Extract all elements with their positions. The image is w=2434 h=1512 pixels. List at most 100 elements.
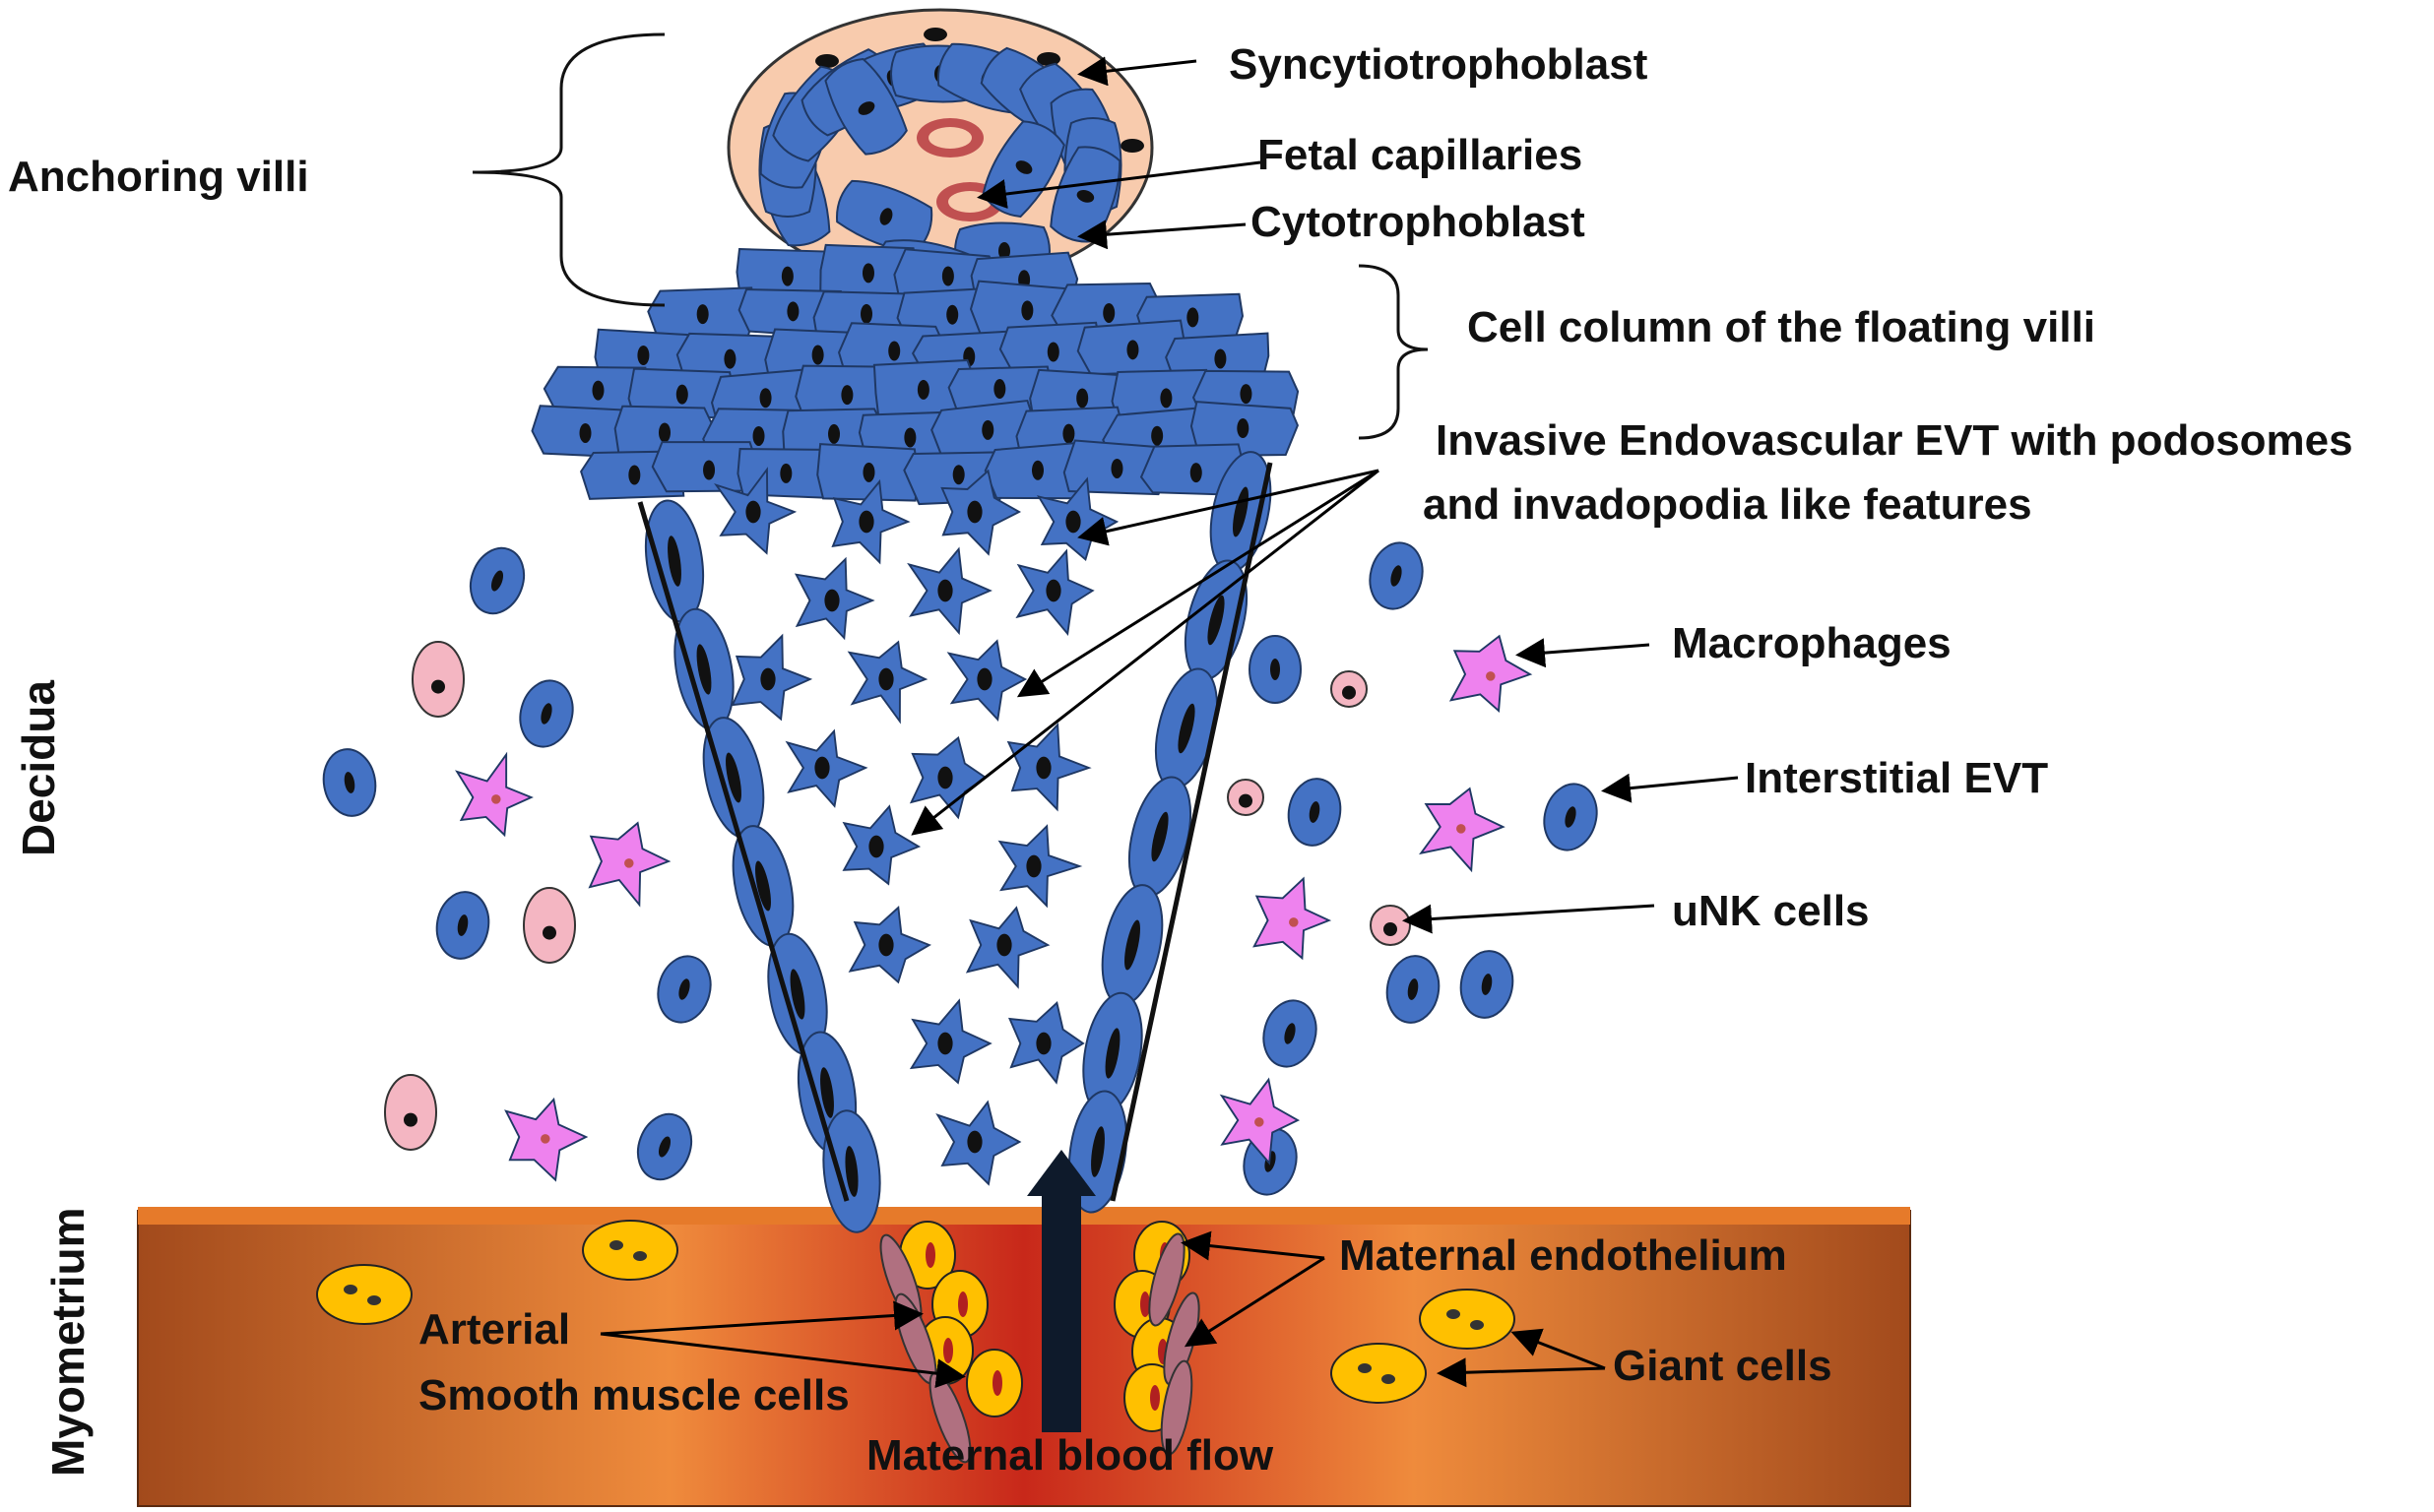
cytotrophoblast-arrow bbox=[1077, 220, 1247, 250]
giant-cells-arrow bbox=[1437, 1357, 1606, 1388]
endovascular-evt-cell bbox=[822, 1109, 881, 1233]
syncytium-nucleus bbox=[924, 28, 947, 41]
cytotrophoblast-label: Cytotrophoblast bbox=[1250, 198, 1585, 246]
macrophages-arrow bbox=[1515, 638, 1650, 668]
syncytium-nucleus bbox=[1037, 52, 1060, 66]
cell-column-cell bbox=[1189, 401, 1299, 458]
interstitial-evt-cell bbox=[1249, 635, 1302, 704]
artery-wall-right bbox=[1110, 462, 1273, 1202]
vessel-giant-cell bbox=[966, 1349, 1023, 1418]
syncytiotrophoblast-arrow bbox=[1077, 56, 1197, 87]
interstitial-evt-cell bbox=[435, 891, 490, 960]
maternal-endothelium-label: Maternal endothelium bbox=[1339, 1231, 1787, 1280]
smooth-muscle-cells-label: Smooth muscle cells bbox=[418, 1371, 850, 1419]
invasive-evt-cell bbox=[831, 478, 911, 565]
invasive-evt-cell bbox=[940, 469, 1022, 556]
arterial-label: Arterial bbox=[418, 1305, 570, 1354]
artery-wall-left bbox=[637, 501, 850, 1202]
macrophages-label: Macrophages bbox=[1672, 619, 1952, 667]
vessel-giant-cell bbox=[899, 1221, 956, 1290]
cell-column-cell bbox=[627, 367, 737, 419]
macrophage-cell bbox=[455, 751, 534, 838]
giant-cell bbox=[1330, 1343, 1427, 1404]
macrophage-cell bbox=[1448, 634, 1533, 714]
giant-cell bbox=[316, 1264, 413, 1325]
invasive-evt-arrow bbox=[1016, 469, 1379, 698]
giant-cells-label: Giant cells bbox=[1613, 1342, 1832, 1390]
fetal-capillaries-label: Fetal capillaries bbox=[1257, 131, 1582, 179]
invasive-evt-cell bbox=[935, 1100, 1022, 1186]
endovascular-evt-cell bbox=[702, 717, 765, 839]
interstitial-evt-cell bbox=[469, 546, 526, 615]
giant-cell bbox=[1419, 1289, 1515, 1350]
invasive-evt-label-line1: Invasive Endovascular EVT with podosomes bbox=[1436, 416, 2353, 465]
interstitial-evt-cell bbox=[1369, 541, 1424, 610]
interstitial-evt-label: Interstitial EVT bbox=[1745, 754, 2048, 802]
invasive-evt-arrow bbox=[1077, 469, 1379, 546]
endovascular-evt-cell bbox=[767, 932, 828, 1056]
endovascular-evt-cell bbox=[673, 607, 735, 731]
macrophage-cell bbox=[1219, 1077, 1301, 1166]
invasive-evt-cell bbox=[714, 467, 798, 555]
macrophage-cell bbox=[1419, 787, 1505, 873]
interstitial-evt-arrow bbox=[1601, 773, 1739, 803]
unk-cells-arrow bbox=[1402, 904, 1655, 934]
maternal-blood-flow-label: Maternal blood flow bbox=[866, 1431, 1274, 1480]
invasive-evt-cell bbox=[731, 633, 813, 722]
unk-cell bbox=[1227, 779, 1264, 816]
unk-cell bbox=[1370, 905, 1411, 946]
invasive-evt-cell bbox=[907, 546, 993, 636]
invasive-evt-cell bbox=[965, 906, 1051, 989]
invasive-evt-cell bbox=[848, 906, 931, 984]
interstitial-evt-cell bbox=[519, 679, 574, 748]
cell-column-cell bbox=[930, 399, 1039, 456]
interstitial-evt-cell bbox=[1287, 778, 1342, 847]
fetal-capillary bbox=[917, 118, 984, 158]
invasive-evt-cell bbox=[785, 728, 868, 808]
anchoring-villi-label: Anchoring villi bbox=[8, 153, 309, 201]
invasive-evt-arrow bbox=[911, 469, 1379, 836]
invasive-evt-label-line2: and invadopodia like features bbox=[1423, 480, 2032, 529]
invasive-evt-cell bbox=[946, 639, 1028, 723]
fetal-capillaries-arrow bbox=[977, 160, 1261, 209]
unk-cell bbox=[412, 641, 465, 718]
myometrium-label: Myometrium bbox=[42, 1208, 94, 1477]
invasive-evt-cell bbox=[847, 640, 929, 724]
invasive-evt-cell bbox=[909, 998, 993, 1085]
endovascular-evt-cell bbox=[644, 499, 705, 623]
macrophage-cell bbox=[588, 821, 672, 908]
arterial-smc-arrow bbox=[600, 1332, 966, 1389]
invasive-evt-cell bbox=[1015, 548, 1095, 636]
cell-column-cell bbox=[816, 443, 920, 502]
syncytiotrophoblast-label: Syncytiotrophoblast bbox=[1229, 40, 1648, 89]
smooth-muscle-cell bbox=[1148, 1232, 1185, 1327]
endovascular-evt-cell bbox=[1101, 884, 1164, 1006]
interstitial-evt-cell bbox=[636, 1112, 693, 1181]
invasive-evt-cell bbox=[1007, 1001, 1085, 1085]
endovascular-evt-cell bbox=[1082, 991, 1143, 1115]
interstitial-evt-cell bbox=[1385, 955, 1441, 1024]
interstitial-evt-cell bbox=[322, 748, 377, 817]
invasive-evt-cell bbox=[1006, 723, 1092, 812]
invasive-evt-cell bbox=[997, 824, 1083, 909]
cytotrophoblast-cell bbox=[1050, 146, 1121, 243]
interstitial-evt-cell bbox=[1459, 950, 1514, 1019]
interstitial-evt-cell bbox=[657, 955, 712, 1024]
giant-cell bbox=[582, 1220, 678, 1281]
cell-column-brace bbox=[1358, 264, 1429, 440]
interstitial-evt-cell bbox=[1543, 783, 1598, 851]
arterial-smc-arrow bbox=[600, 1300, 924, 1336]
cytotrophoblast-cell bbox=[824, 57, 908, 156]
smooth-muscle-cell bbox=[1160, 1359, 1193, 1456]
cells-layer bbox=[316, 42, 1598, 1464]
unk-cell bbox=[1330, 670, 1368, 708]
macrophage-cell bbox=[1252, 876, 1332, 961]
anchoring-villi-brace bbox=[472, 32, 666, 307]
syncytium-nucleus bbox=[1121, 139, 1144, 153]
unk-cells-label: uNK cells bbox=[1672, 887, 1870, 935]
cell-column-label: Cell column of the floating villi bbox=[1467, 303, 2095, 351]
maternal-blood-flow-arrow bbox=[1027, 1150, 1096, 1432]
myometrium-layer bbox=[137, 1207, 1911, 1507]
maternal-endothelium-arrow bbox=[1181, 1230, 1325, 1261]
